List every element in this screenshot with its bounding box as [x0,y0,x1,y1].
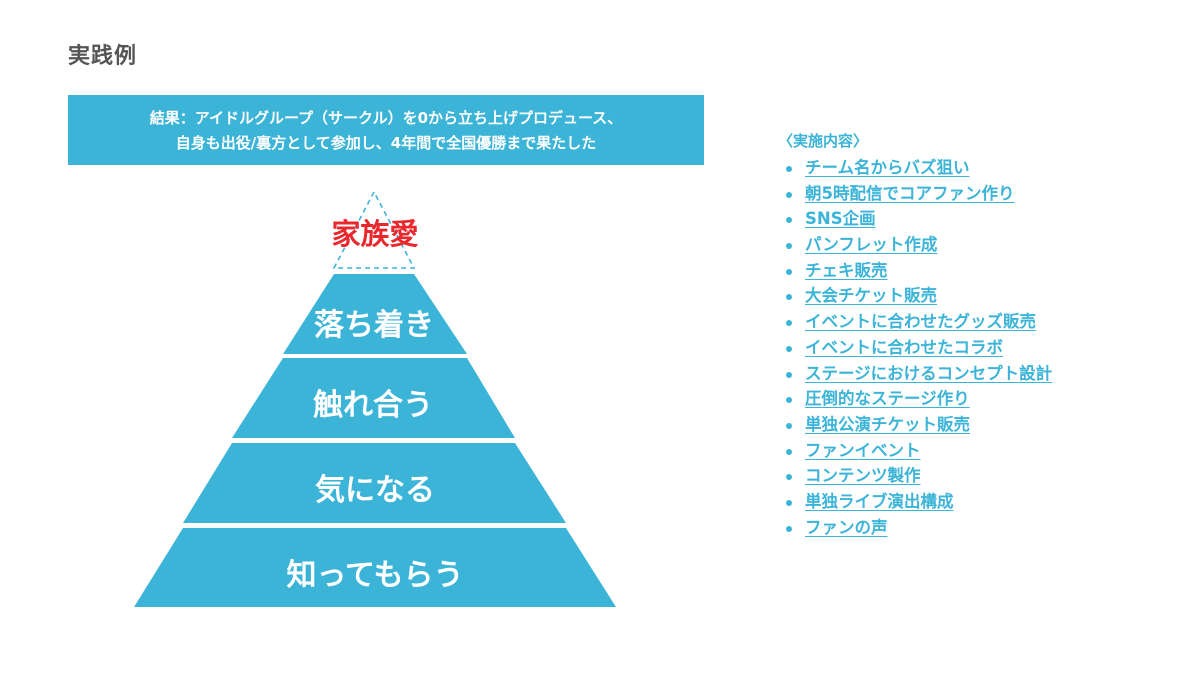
list-item: 大会チケット販売 [778,284,1178,310]
activity-link[interactable]: ファンの声 [805,517,888,537]
activity-list: チーム名からバズ狙い 朝5時配信でコアファン作り SNS企画 パンフレット作成 … [778,156,1178,541]
list-item: ファンの声 [778,516,1178,542]
list-item: チェキ販売 [778,259,1178,285]
result-line-2: 自身も出役/裏方として参加し、4年間で全国優勝まで果たした [175,134,597,152]
bullet-icon [786,345,792,352]
list-item: イベントに合わせたコラボ [778,336,1178,362]
list-item: ファンイベント [778,439,1178,465]
bullet-icon [786,294,792,301]
bullet-icon [786,191,792,198]
bullet-icon [786,422,792,429]
activity-link[interactable]: チーム名からバズ狙い [805,158,970,177]
activity-link[interactable]: 単独ライブ演出構成 [805,491,954,511]
page-title: 実践例 [68,44,138,69]
activity-link[interactable]: イベントに合わせたグッズ販売 [805,312,1036,332]
activity-link[interactable]: コンテンツ製作 [805,466,921,486]
activity-link[interactable]: 大会チケット販売 [805,286,937,306]
pyramid-top-label: 家族愛 [331,217,419,251]
list-item: SNS企画 [778,207,1178,233]
list-item: 単独公演チケット販売 [778,413,1178,439]
list-item: イベントに合わせたグッズ販売 [778,310,1178,336]
pyramid-tier-4-label: 知ってもらう [286,558,464,593]
bullet-icon [786,166,792,172]
bullet-icon [786,525,792,532]
activity-link[interactable]: 圧倒的なステージ作り [805,389,970,409]
bullet-icon [786,499,792,506]
list-item: チーム名からバズ狙い [778,156,1178,182]
list-item: コンテンツ製作 [778,464,1178,490]
activities-heading: 〈実施内容〉 [778,132,869,150]
bullet-icon [786,397,792,404]
result-banner: 結果：アイドルグループ（サークル）を0から立ち上げプロデュース、 自身も出役/裏… [68,95,704,165]
list-item: 圧倒的なステージ作り [778,387,1178,413]
list-item: 朝5時配信でコアファン作り [778,182,1178,208]
pyramid-tier-1-shape [283,274,467,354]
pyramid-tier-2-shape [232,358,515,438]
pyramid-tier-4-shape [134,528,616,607]
bullet-icon [786,217,792,224]
activity-link[interactable]: SNS企画 [805,209,876,229]
activity-link[interactable]: 朝5時配信でコアファン作り [805,183,1015,203]
pyramid-tier-3-shape [183,443,566,523]
pyramid-tier-3-label: 気になる [315,473,435,508]
activity-link[interactable]: 単独公演チケット販売 [805,414,970,434]
activity-link[interactable]: ステージにおけるコンセプト設計 [805,363,1053,383]
bullet-icon [786,268,792,275]
bullet-icon [786,448,792,455]
bullet-icon [786,474,792,481]
pyramid-apex-outline [332,190,416,269]
bullet-icon [786,320,792,327]
pyramid-tier-1-label: 落ち着き [314,308,434,343]
activity-link[interactable]: イベントに合わせたコラボ [805,337,1003,357]
bullet-icon [786,243,792,250]
list-item: ステージにおけるコンセプト設計 [778,362,1178,388]
list-item: 単独ライブ演出構成 [778,490,1178,516]
result-line-1: 結果：アイドルグループ（サークル）を0から立ち上げプロデュース、 [149,109,623,127]
list-item: パンフレット作成 [778,233,1178,259]
activity-link[interactable]: チェキ販売 [805,260,888,280]
activities-panel: 〈実施内容〉 チーム名からバズ狙い 朝5時配信でコアファン作り SNS企画 パン… [778,130,1178,541]
activity-link[interactable]: ファンイベント [805,440,921,460]
pyramid-tier-2-label: 触れ合う [313,388,433,423]
activity-link[interactable]: パンフレット作成 [805,235,938,255]
bullet-icon [786,371,792,378]
